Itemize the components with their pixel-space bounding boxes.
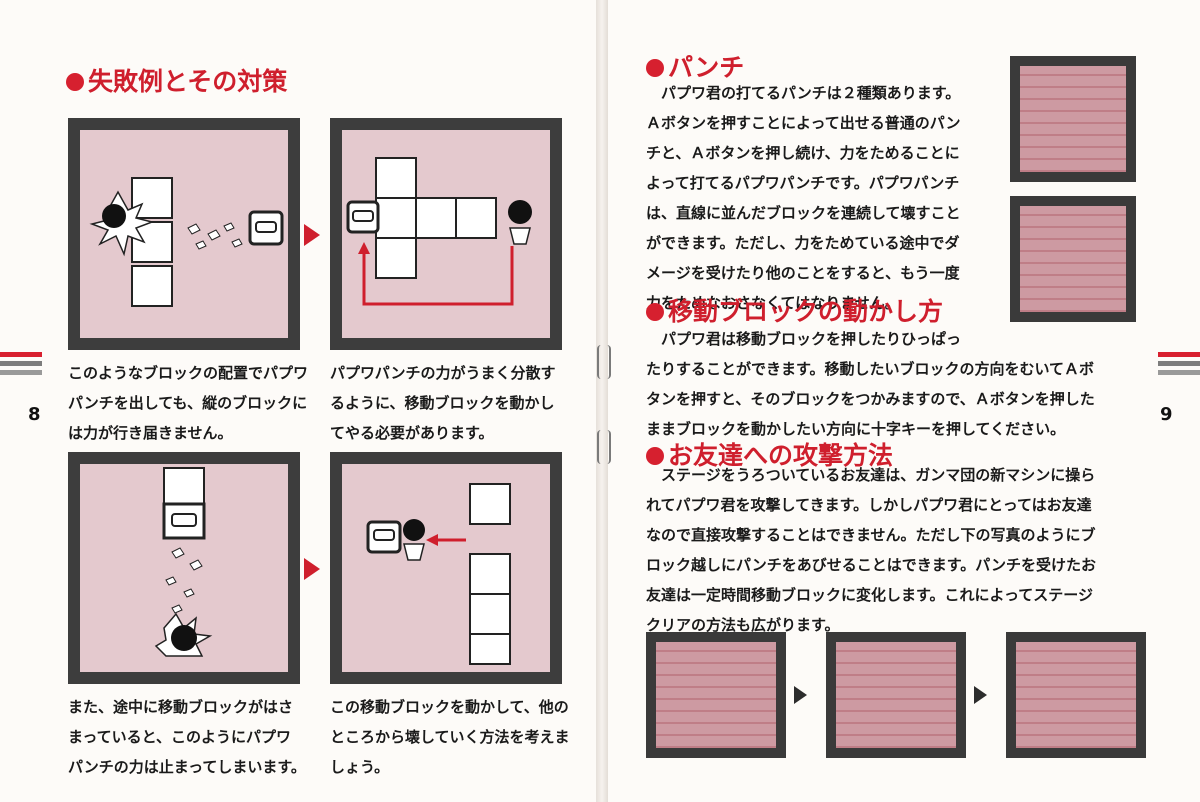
diagram-panel-bg [342, 464, 550, 672]
diagram-panel-1 [68, 118, 300, 350]
arrow-right-icon [794, 686, 807, 704]
game-screen [836, 642, 956, 748]
arrow-right-icon [304, 224, 320, 246]
arrow-right-icon [304, 558, 320, 580]
game-screen [656, 642, 776, 748]
caption-1: このようなブロックの配置でパプワ パンチを出しても、縦のブロックに は力が行き届… [68, 364, 309, 442]
arrow-right-icon [974, 686, 987, 704]
screenshot-punch-2 [1010, 196, 1136, 322]
page-number: 9 [1160, 404, 1173, 425]
book-spine [596, 0, 608, 802]
section-heading-failure-examples: 失敗例とその対策 [66, 62, 287, 98]
punch-body-text: パプワ君の打てるパンチは２種類あります。 Ａボタンを押すことによって出せる普通の… [646, 84, 961, 312]
diagram-blocks [154, 467, 213, 657]
section-heading-moving-blocks: 移動ブロックの動かし方 [646, 292, 943, 328]
red-dot-icon [646, 447, 664, 465]
caption-3: また、途中に移動ブロックがはさ まっていると、このようにパプワ パンチの力は止ま… [68, 698, 306, 776]
game-screen [1020, 66, 1126, 172]
caption-2: パプワパンチの力がうまく分散す るように、移動ブロックを動かし てやる必要があり… [330, 364, 556, 442]
diagram-panel-4 [330, 452, 562, 684]
binding-staple [597, 345, 611, 379]
game-screen [1016, 642, 1136, 748]
diagram-panel-2 [330, 118, 562, 350]
section-heading-punch: パンチ [646, 48, 744, 84]
diagram-blocks [366, 483, 511, 665]
screenshot-attack-3 [1006, 632, 1146, 758]
game-screen [1020, 206, 1126, 312]
moving-blocks-body-text: パプワ君は移動ブロックを押したりひっぱっ たりすることができます。移動したいブロ… [646, 330, 1095, 438]
diagram-blocks [89, 177, 284, 307]
screenshot-attack-1 [646, 632, 786, 758]
page-number: 8 [28, 404, 41, 425]
page-edge-stripes [0, 352, 42, 379]
binding-staple [597, 430, 611, 464]
caption-4: この移動ブロックを動かして、他の ところから壊していく方法を考えま しょう。 [330, 698, 570, 776]
red-dot-icon [66, 73, 84, 91]
attack-friends-body-text: ステージをうろついているお友達は、ガンマ団の新マシンに操ら れてパプワ君を攻撃し… [646, 466, 1097, 634]
red-dot-icon [646, 303, 664, 321]
diagram-blocks [346, 157, 532, 306]
screenshot-punch-1 [1010, 56, 1136, 182]
red-dot-icon [646, 59, 664, 77]
diagram-panel-3 [68, 452, 300, 684]
section-heading-attack-friends: お友達への攻撃方法 [646, 436, 893, 472]
page-edge-stripes [1158, 352, 1200, 379]
screenshot-attack-2 [826, 632, 966, 758]
